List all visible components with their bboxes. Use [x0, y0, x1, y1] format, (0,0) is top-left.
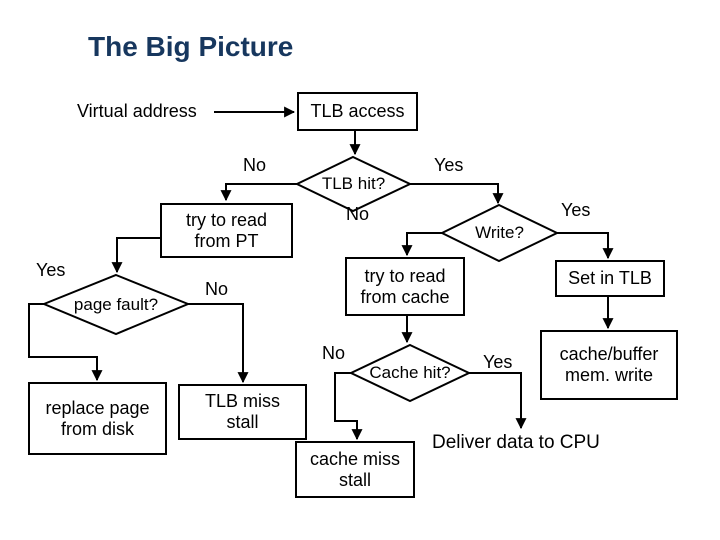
decision-write-label: Write?: [475, 223, 524, 242]
edge-label-page-fault-no: No: [205, 279, 229, 299]
edge-label-write-no: No: [346, 204, 370, 224]
box-set-in-tlb: Set in TLB: [555, 260, 665, 297]
deliver-data-label: Deliver data to CPU: [432, 432, 600, 453]
box-cache-miss-stall: cache miss stall: [295, 441, 415, 498]
page-title: The Big Picture: [88, 31, 294, 62]
decision-page-fault-label: page fault?: [73, 295, 159, 314]
decision-write-shape: [439, 203, 560, 263]
box-tlb-access: TLB access: [297, 92, 418, 131]
box-tlb-miss-stall: TLB miss stall: [178, 384, 307, 440]
decision-cache-hit-shape: [348, 343, 472, 403]
edge-label-tlb-hit-no: No: [243, 155, 267, 175]
box-replace-page-from-disk: replace page from disk: [28, 382, 167, 455]
decision-tlb-hit-label: TLB hit?: [321, 174, 386, 193]
edge-label-page-fault-yes: Yes: [36, 260, 66, 280]
edge-label-tlb-hit-yes: Yes: [434, 155, 464, 175]
decision-tlb-hit-shape: [294, 155, 413, 213]
virtual-address-label: Virtual address: [77, 101, 197, 121]
box-try-read-from-pt: try to read from PT: [160, 203, 293, 258]
decision-cache-hit-label: Cache hit?: [369, 363, 451, 382]
decision-page-fault-shape: [41, 273, 191, 336]
edge-label-write-yes: Yes: [561, 200, 591, 220]
box-try-read-from-cache: try to read from cache: [345, 257, 465, 316]
edge-label-cache-hit-yes: Yes: [483, 352, 513, 372]
box-cache-buffer-mem-write: cache/buffer mem. write: [540, 330, 678, 400]
edge-label-cache-hit-no: No: [322, 343, 346, 363]
